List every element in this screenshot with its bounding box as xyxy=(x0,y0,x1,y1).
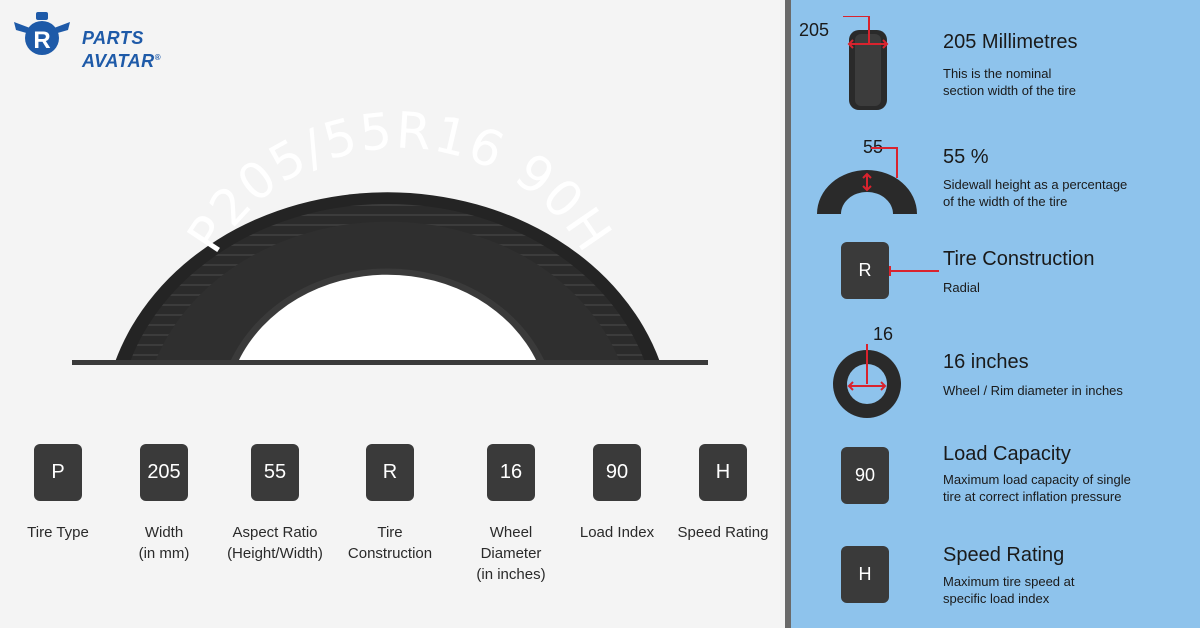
code-box-load: 90 xyxy=(593,444,641,501)
construction-desc: Radial xyxy=(943,280,980,295)
code-box-aspect: 55 xyxy=(251,444,299,501)
brand-name: PARTS AVATAR® xyxy=(82,28,161,71)
load-box: 90 xyxy=(841,447,889,504)
width-desc: This is the nominal section width of the… xyxy=(943,66,1076,98)
code-label-aspect: Aspect Ratio (Height/Width) xyxy=(227,524,323,562)
code-box-width: 205 xyxy=(140,444,188,501)
left-panel: R PARTS AVATAR® P205/55R xyxy=(0,0,785,628)
logo-emblem-icon: R xyxy=(14,12,70,55)
svg-text:R: R xyxy=(33,27,50,54)
wheel-desc: Wheel / Rim diameter in inches xyxy=(943,383,1123,398)
wheel-icon xyxy=(833,344,901,418)
tire-side-icon xyxy=(843,16,889,110)
aspect-title: 55 % xyxy=(943,146,989,168)
wheel-number: 16 xyxy=(873,324,894,344)
code-label-tire-type: Tire Type xyxy=(27,524,89,541)
code-label-width: Width (in mm) xyxy=(138,524,190,562)
code-label-speed: Speed Rating xyxy=(677,524,769,541)
width-number: 205 xyxy=(799,20,830,40)
brand-line1: PARTS xyxy=(82,28,144,48)
load-desc: Maximum load capacity of single tire at … xyxy=(943,472,1131,504)
code-label-wheel: Wheel Diameter (in inches) xyxy=(476,524,546,583)
construction-box: R xyxy=(841,242,889,299)
brand-line2: AVATAR® xyxy=(82,51,162,71)
brand-logo[interactable]: R PARTS AVATAR® xyxy=(10,8,170,71)
code-box-construction: R xyxy=(366,444,414,501)
wheel-title: 16 inches xyxy=(943,351,1029,373)
code-box-speed: H xyxy=(699,444,747,501)
tire-illustration: P205/55R16 90H xyxy=(70,90,710,380)
right-panel: 205 205 Millimetres This is the nominal … xyxy=(785,0,1200,628)
load-title: Load Capacity xyxy=(943,443,1071,465)
width-title: 205 Millimetres xyxy=(943,31,1078,53)
tire-profile-icon xyxy=(817,147,917,214)
code-box-wheel: 16 xyxy=(487,444,535,501)
code-label-construction: Tire Construction xyxy=(347,524,433,562)
aspect-desc: Sidewall height as a percentage of the w… xyxy=(943,177,1128,209)
code-box-tire-type: P xyxy=(34,444,82,501)
code-label-load: Load Index xyxy=(579,524,655,541)
speed-desc: Maximum tire speed at specific load inde… xyxy=(943,574,1075,606)
code-breakdown: P 205 55 R 16 90 H xyxy=(0,444,785,504)
construction-connector xyxy=(889,270,939,272)
construction-title: Tire Construction xyxy=(943,248,1095,270)
speed-box: H xyxy=(841,546,889,603)
construction-connector-tick xyxy=(889,266,891,276)
speed-title: Speed Rating xyxy=(943,544,1065,566)
